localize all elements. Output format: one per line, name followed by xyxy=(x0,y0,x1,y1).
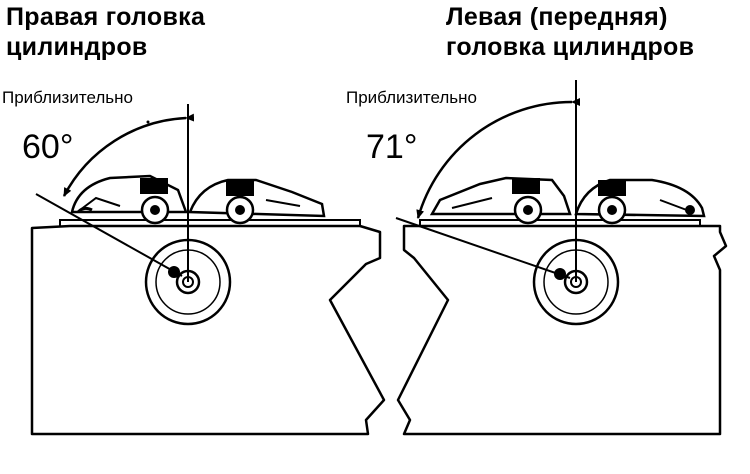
right-head-block-outline xyxy=(396,224,728,436)
left-dowel-pin xyxy=(168,266,180,278)
right-head-title: Левая (передняя) головка цилиндров xyxy=(446,2,694,62)
right-dowel-pin xyxy=(554,268,566,280)
left-approx-label: Приблизительно xyxy=(2,88,133,107)
right-angled-reference-line xyxy=(395,217,571,279)
left-angle-arc xyxy=(62,113,195,197)
left-rocker-assembly-1 xyxy=(70,174,188,225)
left-rocker-assembly-2 xyxy=(188,178,326,225)
left-head-block-outline xyxy=(30,224,386,436)
right-cylinder-head xyxy=(395,80,728,436)
left-head-title-line2: цилиндров xyxy=(6,33,148,61)
left-cylinder-head xyxy=(30,104,386,436)
right-head-title-line1: Левая (передняя) xyxy=(446,3,668,31)
right-rocker-assembly-2 xyxy=(574,178,706,225)
left-angled-reference-line xyxy=(35,193,183,277)
right-head-title-line2: головка цилиндров xyxy=(446,33,695,61)
left-head-ledge xyxy=(59,219,361,226)
left-head-title: Правая головка цилиндров xyxy=(6,2,205,62)
right-rocker-assembly-1 xyxy=(429,176,572,225)
right-angle-arc xyxy=(416,98,581,219)
right-angle-label: 71° xyxy=(366,128,418,166)
right-head-ledge xyxy=(419,219,701,226)
left-head-title-line1: Правая головка xyxy=(6,3,206,31)
